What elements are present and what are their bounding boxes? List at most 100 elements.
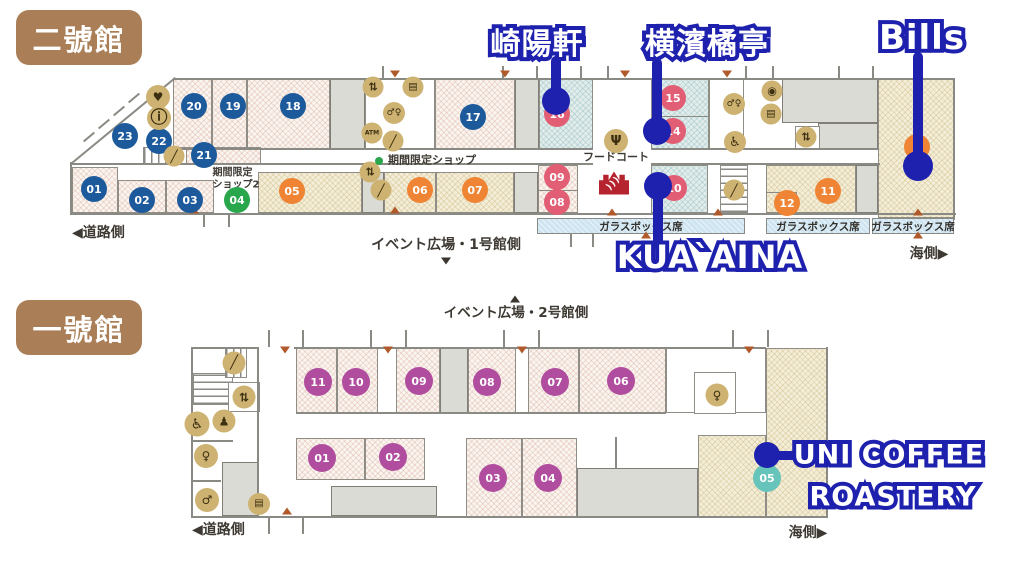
floor-area-gray [330, 79, 365, 149]
stairs-icon: ╱ [370, 179, 392, 201]
shop-number-08: 08 [473, 368, 501, 396]
wall [191, 480, 221, 482]
wall [651, 148, 878, 150]
annotation-dot [643, 117, 671, 145]
wall-tick [268, 330, 270, 347]
floor-area-gray [782, 79, 878, 123]
entrance-marker [641, 231, 651, 239]
glass-box-seating: ガラスボックス席 [766, 218, 870, 234]
wall [191, 516, 828, 518]
entrance-marker [282, 507, 292, 515]
shop-number-01: 01 [308, 444, 336, 472]
locker-icon: ▤ [402, 76, 424, 98]
shop-number-05: 05 [279, 178, 305, 204]
shop-name-annotation: Bills [875, 14, 968, 62]
elevator-icon: ⇅ [362, 76, 384, 98]
shop-number-18: 18 [280, 93, 306, 119]
shop-number-06: 06 [407, 177, 433, 203]
entrance-marker [744, 346, 754, 354]
vending-icon: ▤ [248, 493, 270, 515]
map-label: イベント広場・1号館側 [371, 236, 521, 253]
glass-box-seating: ガラスボックス席 [871, 218, 955, 234]
shop-name-annotation: KUA`AINA [613, 234, 806, 280]
wall [70, 162, 72, 215]
shop-number-23: 23 [112, 123, 138, 149]
shop-number-21: 21 [191, 142, 217, 168]
map-label: 期間限定ショップ [388, 153, 476, 167]
shop-number-12: 12 [774, 190, 800, 216]
shop-name-annotation: ROASTERY [805, 478, 979, 517]
wheelchair-icon: ♿ [184, 411, 210, 437]
shop-number-03: 03 [479, 464, 507, 492]
shop-number-01: 01 [81, 176, 107, 202]
wall-tick [580, 66, 582, 78]
escalator-icon: ╱ [163, 145, 185, 167]
building-1-badge: 一號館 [16, 300, 142, 355]
annotation-line [913, 52, 923, 166]
map-label: 海側▶ [788, 524, 828, 541]
escalator-icon: ╱ [222, 351, 246, 375]
wall [191, 440, 233, 442]
annotation-line [652, 58, 662, 132]
elevator-icon: ⇅ [359, 161, 381, 183]
entrance-marker [913, 208, 923, 216]
info-icon: ⓘ [147, 106, 171, 130]
shop-name-annotation: UNI COFFEE [790, 436, 987, 475]
photo-spot-icon: ◉ [761, 80, 783, 102]
map-label: イベント広場・2号館側 [443, 305, 589, 322]
wall [296, 412, 666, 414]
wall-tick [732, 330, 734, 347]
wall-tick [97, 118, 111, 130]
annotation-line [653, 186, 663, 250]
annotation-line [767, 451, 811, 460]
elevator-icon: ⇅ [795, 126, 817, 148]
wall [173, 78, 955, 80]
entrance-marker [607, 208, 617, 216]
shop-number-10: 10 [342, 368, 370, 396]
entrance-marker [441, 257, 451, 265]
wall [173, 148, 593, 150]
annotation-dot [644, 172, 672, 200]
entrance-marker [517, 346, 527, 354]
green-dot [375, 157, 383, 165]
annotation-line [551, 56, 561, 102]
restroom-men-icon: ♂ [195, 488, 219, 512]
annotation-dot [542, 87, 570, 115]
floor-area-yellowh [258, 172, 362, 213]
wall-tick [592, 232, 594, 247]
floor-area-gray [514, 172, 538, 213]
entrance-marker [510, 295, 520, 303]
floor-area-gray [515, 79, 539, 149]
shop-number-02: 02 [129, 187, 155, 213]
wall-tick [382, 66, 384, 78]
escalator-icon: ╱ [382, 130, 404, 152]
floor-area-pinkh [522, 438, 577, 518]
wall [651, 163, 880, 165]
wall-tick [370, 330, 372, 347]
floor-area-gray [331, 486, 437, 516]
shop-name-annotation: 横濱橘亭 [641, 19, 772, 66]
annotation-dot [754, 442, 780, 468]
shop-number-15: 15 [660, 85, 686, 111]
locker-icon: ▤ [760, 103, 782, 125]
entrance-marker [500, 70, 510, 78]
wall-tick [767, 330, 769, 347]
wall-tick [872, 66, 874, 78]
wall-tick [302, 330, 304, 347]
wall-tick [268, 518, 270, 534]
wall [257, 347, 259, 517]
restroom-women-icon: ♀ [705, 383, 729, 407]
shop-number-05: 05 [753, 464, 781, 492]
map-label: フードコート [583, 150, 649, 164]
floor-area-pinkh [435, 79, 515, 149]
map-label: 期間限定 ショップ2 [212, 167, 260, 191]
wall-tick [838, 66, 840, 78]
wall-tick [772, 66, 774, 78]
annotation-dot [903, 151, 933, 181]
shop-number-11: 11 [304, 368, 332, 396]
wall-tick [228, 213, 230, 227]
wall-tick [203, 213, 205, 227]
escalator-icon: ╱ [723, 179, 745, 201]
wall [953, 78, 955, 220]
restroom-icon: ♂♀ [723, 93, 745, 115]
